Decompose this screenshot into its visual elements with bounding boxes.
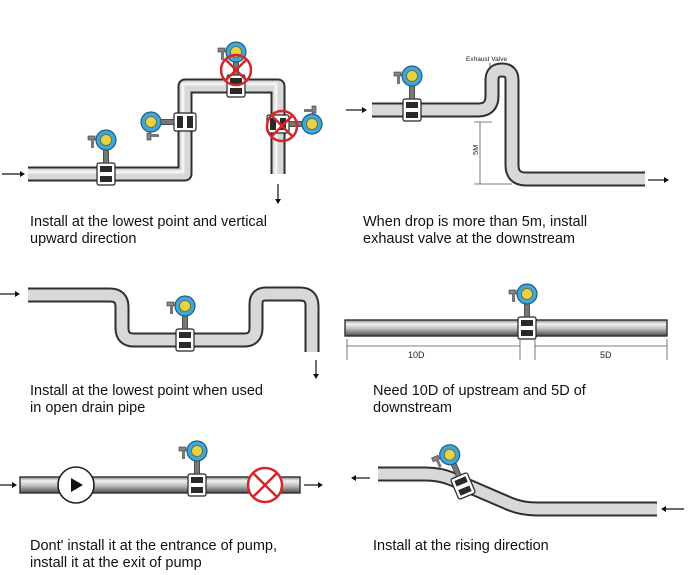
panel-4-caption: Need 10D of upstream and 5D of downstrea… (373, 383, 586, 416)
height-label: 5M (471, 145, 480, 155)
panel-5-caption: Dont' install it at the entrance of pump… (30, 538, 277, 571)
panel-6-piping (378, 466, 657, 517)
panel-2-caption: When drop is more than 5m, install exhau… (363, 214, 588, 247)
exhaust-valve-label: Exhaust Valve (466, 56, 507, 63)
panel-2-piping (372, 62, 645, 187)
upstream-length-label: 10D (408, 350, 425, 360)
downstream-length-label: 5D (600, 350, 612, 360)
forbidden-meter-icon (246, 466, 284, 504)
panel-1-caption: Install at the lowest point and vertical… (30, 214, 267, 247)
panel-3-caption: Install at the lowest point when used in… (30, 383, 263, 416)
panel-4-piping (344, 319, 668, 337)
panel-6-caption: Install at the rising direction (373, 538, 549, 554)
pump-icon (57, 466, 95, 504)
panel-3-piping (28, 286, 320, 352)
